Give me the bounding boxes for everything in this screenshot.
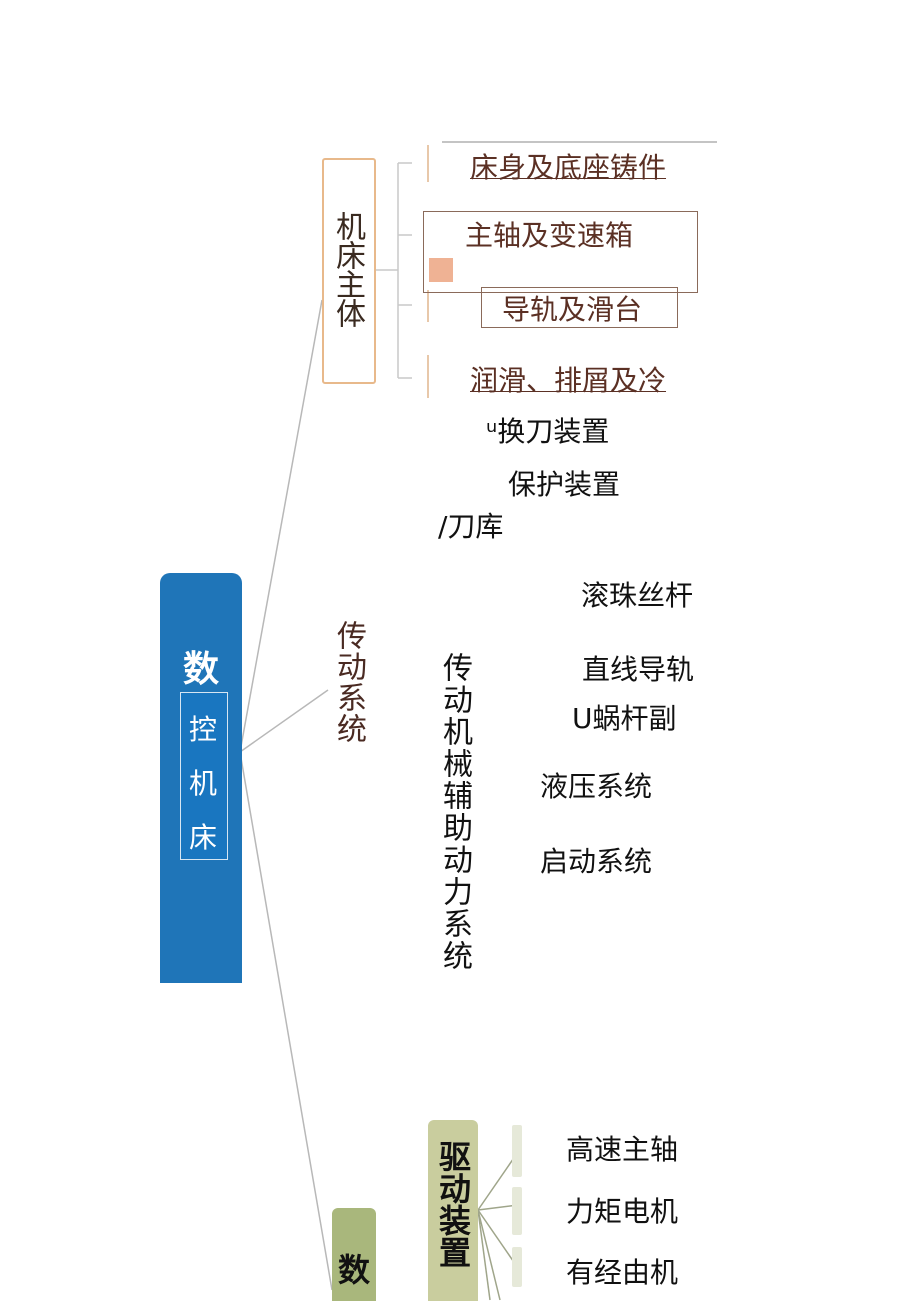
connector-root-transmission [239,689,329,753]
root-first-char: 数 [182,649,219,690]
root-char: 机 [188,767,217,800]
leaf-ball-screw[interactable]: 滚珠丝杆 [581,579,694,612]
leaf-spindle-box[interactable] [423,211,698,293]
connector-drive-leaf [477,1209,501,1301]
connector-drive-leaf [477,1209,519,1269]
branch-aux-power-label[interactable]: 传动机械辅助动力系统 [437,652,472,972]
leaf-torque-motor[interactable]: 力矩电机 [566,1195,679,1228]
leaf-hydraulic[interactable]: 液压系统 [540,770,653,803]
leaf-start-system[interactable]: 启动系统 [540,845,653,878]
connector-drive-leaf [477,1151,519,1211]
connector-drive-leaf [477,1209,491,1301]
leaf-tool-change[interactable]: ᵘ换刀装置 [486,415,610,448]
branch-data-label: 数 [337,1251,370,1289]
leaf-spindle-label: 主轴及变速箱 [465,219,634,252]
branch-data[interactable] [332,1208,376,1301]
branch-transmission-label[interactable]: 传动系统 [331,620,366,744]
leaf-bar [512,1187,522,1235]
leaf-linear-guide[interactable]: 直线导轨 [582,653,695,686]
leaf-motor[interactable]: 有经由机 [566,1256,679,1289]
leaf-bed-casting[interactable]: 床身及底座铸件 [470,151,667,184]
leaf-lubrication[interactable]: 润滑、排屑及冷 [470,364,667,397]
leaf-guide-label: 导轨及滑台 [502,293,643,326]
leaf-tool-magazine[interactable]: /刀库 [438,510,504,543]
connector-root-body [239,299,323,753]
marker-square [429,258,453,282]
leaf-protection[interactable]: 保护装置 [508,468,621,501]
leaf-high-speed-spindle[interactable]: 高速主轴 [566,1133,679,1166]
branch-drive-device[interactable] [428,1120,478,1301]
connector-root-data [239,751,333,1291]
root-char: 控 [188,713,217,746]
branch-machine-body[interactable] [322,158,376,384]
connector-drive-leaf [477,1204,519,1211]
leaf-bar [512,1125,522,1177]
root-char: 床 [188,821,217,854]
branch-drive-device-label: 驱动装置 [434,1140,472,1268]
leaf-guide-box[interactable] [481,287,678,328]
leaf-worm-gear[interactable]: U蜗杆副 [572,702,677,735]
root-char-box [180,692,228,860]
leaf-bar [512,1247,522,1287]
branch-machine-body-label: 机床主体 [330,211,365,327]
